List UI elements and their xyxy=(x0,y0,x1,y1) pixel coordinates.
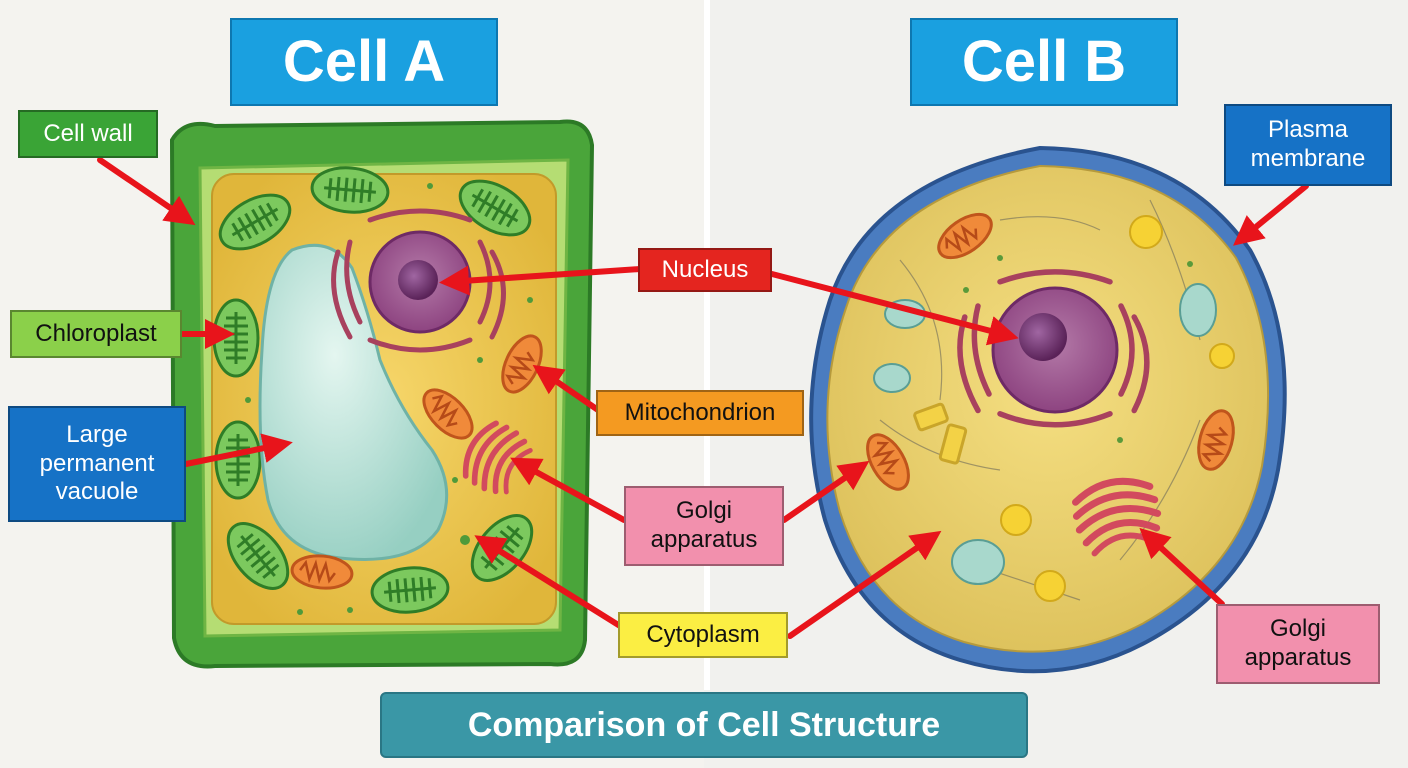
golgi-a-line-1: Golgi xyxy=(675,497,733,525)
golgi-apparatus-label-a: Golgi apparatus xyxy=(624,486,784,566)
arrow-nucleus-a xyxy=(439,265,643,296)
arrow-cytoplasm-b xyxy=(787,530,942,639)
plant-cell xyxy=(169,119,595,669)
vacuole-label-line-1: Large xyxy=(66,420,128,448)
cytoplasm-label: Cytoplasm xyxy=(618,612,788,658)
arrow-plasma-membrane xyxy=(1233,183,1309,246)
cell-a-title: Cell A xyxy=(230,18,498,106)
golgi-b-line-1: Golgi xyxy=(1269,615,1327,643)
nucleus-label: Nucleus xyxy=(638,248,772,292)
vacuole-label: Large permanent vacuole xyxy=(8,406,186,522)
golgi-apparatus-label-b: Golgi apparatus xyxy=(1216,604,1380,684)
plasma-membrane-line-1: Plasma xyxy=(1267,116,1349,144)
chloroplast-label: Chloroplast xyxy=(10,310,182,358)
arrow-mitochondrion xyxy=(532,364,601,413)
golgi-a-line-2: apparatus xyxy=(650,526,758,553)
golgi-b-line-2: apparatus xyxy=(1244,644,1352,671)
mitochondrion-label: Mitochondrion xyxy=(596,390,804,436)
arrow-golgi-a-right xyxy=(781,460,870,523)
arrow-nucleus-b xyxy=(769,271,1019,346)
vacuole-label-line-2: permanent xyxy=(39,449,155,477)
comparison-footer-title: Comparison of Cell Structure xyxy=(380,692,1028,758)
label-arrows xyxy=(97,157,1309,639)
arrow-cytoplasm-a xyxy=(474,535,623,629)
arrow-golgi-b xyxy=(1139,527,1225,607)
cell-wall-label: Cell wall xyxy=(18,110,158,158)
arrow-cell-wall xyxy=(97,157,196,226)
cell-b-title: Cell B xyxy=(910,18,1178,106)
arrow-vacuole xyxy=(183,433,293,467)
arrow-golgi-a-left xyxy=(510,457,627,523)
plasma-membrane-label: Plasma membrane xyxy=(1224,104,1392,186)
plasma-membrane-line-2: membrane xyxy=(1250,145,1366,172)
vacuole-label-line-3: vacuole xyxy=(55,478,139,506)
